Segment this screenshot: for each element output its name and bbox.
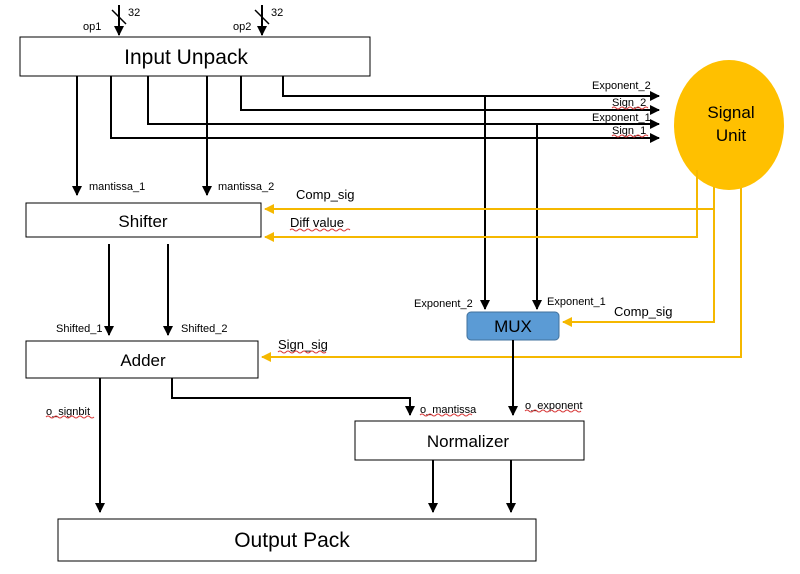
o-mantissa-wire: o_mantissa xyxy=(171,378,477,417)
shifted-2-label: Shifted_2 xyxy=(181,323,227,335)
input-unpack-block: Input Unpack xyxy=(19,36,371,77)
adder-label: Adder xyxy=(120,351,166,370)
op2-width-label: 32 xyxy=(271,7,283,19)
adder-block: Adder xyxy=(25,340,259,379)
signal-unit-label-line1: Signal xyxy=(707,103,754,122)
mux-block: MUX xyxy=(466,311,560,341)
input-unpack-label: Input Unpack xyxy=(124,46,248,69)
output-pack-block: Output Pack xyxy=(57,518,537,562)
normalizer-label: Normalizer xyxy=(427,432,510,451)
sign-2-wire: Sign_2 xyxy=(240,76,660,115)
exponent-2-wire: Exponent_2 xyxy=(282,76,660,101)
o-signbit-wire: o_signbit xyxy=(45,378,105,513)
diff-value-label: Diff value xyxy=(290,215,344,230)
o-exponent-wire: o_exponent xyxy=(508,340,583,416)
o-exponent-label: o_exponent xyxy=(525,400,583,412)
comp-sig-mux-label: Comp_sig xyxy=(614,304,673,319)
comp-sig-mux-wire: Comp_sig xyxy=(562,209,715,327)
op1-input: op1 32 xyxy=(83,5,140,36)
normalizer-block: Normalizer xyxy=(354,420,585,461)
comp-sig-shifter-wire: Comp_sig xyxy=(264,187,715,214)
sign-2-label: Sign_2 xyxy=(612,97,646,109)
diff-value-wire: Diff value xyxy=(264,170,698,242)
mux-exponent-1-wire: Exponent_1 xyxy=(532,124,606,310)
signal-unit-label-line2: Unit xyxy=(716,126,747,145)
shifted-1-label: Shifted_1 xyxy=(56,323,102,335)
exponent-1-label: Exponent_1 xyxy=(592,112,651,124)
exponent-1-wire: Exponent_1 xyxy=(147,76,660,129)
mux-exponent-2-wire: Exponent_2 xyxy=(414,96,490,310)
mantissa-1-label: mantissa_1 xyxy=(89,181,145,193)
sign-sig-label: Sign_sig xyxy=(278,337,328,352)
mantissa-1-wire: mantissa_1 xyxy=(72,76,145,196)
mux-label: MUX xyxy=(494,317,532,336)
mux-exponent-1-label: Exponent_1 xyxy=(547,296,606,308)
sign-1-label: Sign_1 xyxy=(612,125,646,137)
mux-exponent-2-label: Exponent_2 xyxy=(414,298,473,310)
mantissa-2-label: mantissa_2 xyxy=(218,181,274,193)
o-mantissa-label: o_mantissa xyxy=(420,404,477,416)
op1-label: op1 xyxy=(83,21,101,33)
sign-1-wire: Sign_1 xyxy=(110,76,660,143)
output-pack-label: Output Pack xyxy=(234,529,350,552)
comp-sig-shifter-label: Comp_sig xyxy=(296,187,355,202)
op2-input: op2 32 xyxy=(233,5,283,36)
op1-width-label: 32 xyxy=(128,7,140,19)
o-signbit-label: o_signbit xyxy=(46,406,90,418)
shifter-block: Shifter xyxy=(25,202,262,238)
shifted-1-wire: Shifted_1 xyxy=(56,244,114,336)
exponent-2-label: Exponent_2 xyxy=(592,80,651,92)
mantissa-2-wire: mantissa_2 xyxy=(202,76,274,196)
op2-label: op2 xyxy=(233,21,251,33)
normalizer-output-wires xyxy=(428,460,516,513)
shifted-2-wire: Shifted_2 xyxy=(163,244,227,336)
sign-sig-wire: Sign_sig xyxy=(261,188,742,362)
signal-unit: Signal Unit xyxy=(674,60,784,190)
shifter-label: Shifter xyxy=(118,212,167,231)
